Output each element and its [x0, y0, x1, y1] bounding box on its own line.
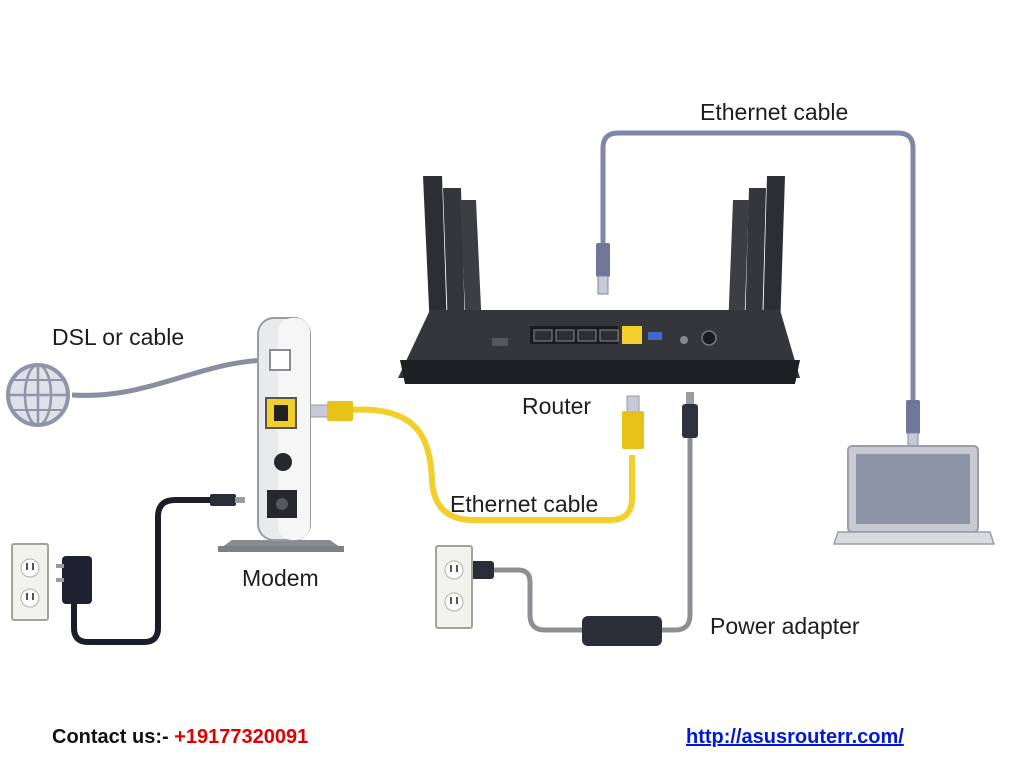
footer: Contact us:- +19177320091 http://asusrou… — [0, 722, 1024, 758]
ethernet-plug-icon — [906, 400, 920, 448]
website-link[interactable]: http://asusrouterr.com/ — [686, 726, 904, 748]
ethernet-plug-icon — [309, 401, 353, 421]
globe-icon — [6, 363, 70, 427]
ethernet-cable-router-laptop — [600, 130, 916, 408]
dsl-cable — [71, 357, 273, 398]
label-router: Router — [522, 393, 591, 419]
power-adapter-brick — [582, 616, 662, 646]
wall-outlet-icon — [11, 543, 49, 621]
ethernet-plug-icon — [596, 243, 610, 295]
contact-label: Contact us:- — [52, 726, 175, 748]
contact-line: Contact us:- +19177320091 — [52, 726, 308, 749]
modem-icon — [218, 317, 344, 552]
label-modem: Modem — [242, 565, 319, 591]
power-plug-icon — [210, 494, 245, 506]
modem-power-cable — [71, 497, 212, 645]
label-ethernet-cable-top: Ethernet cable — [700, 99, 848, 125]
wall-outlet-icon — [435, 545, 473, 629]
router-icon — [398, 176, 800, 384]
label-dsl-or-cable: DSL or cable — [52, 324, 184, 350]
ethernet-cable-modem-router — [347, 406, 635, 523]
contact-phone[interactable]: +19177320091 — [174, 726, 309, 748]
label-ethernet-cable-mid: Ethernet cable — [450, 491, 598, 517]
ethernet-plug-icon — [622, 395, 644, 449]
label-power-adapter: Power adapter — [710, 613, 860, 639]
router-power-cable — [492, 425, 693, 633]
power-plug-icon — [682, 392, 698, 438]
wall-adapter-icon — [56, 556, 92, 604]
laptop-icon — [832, 445, 996, 545]
